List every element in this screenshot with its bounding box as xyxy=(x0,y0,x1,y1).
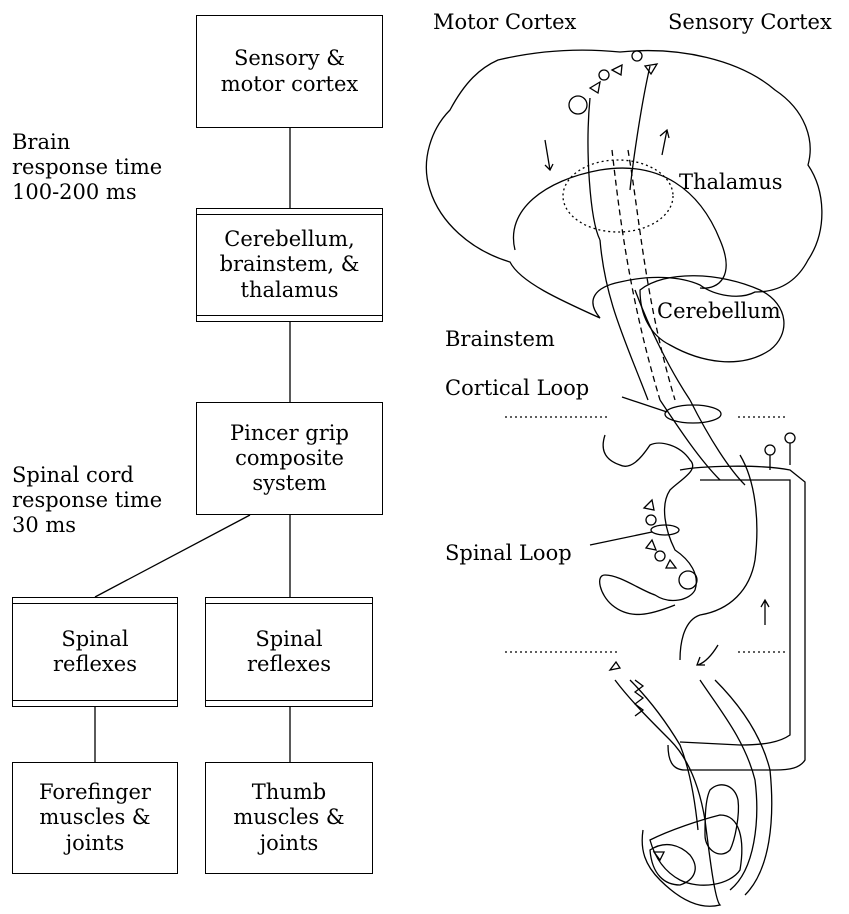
spinal-cell-2 xyxy=(655,551,665,561)
arm-right xyxy=(700,680,757,890)
spinal-cord-outer xyxy=(680,455,757,660)
motor-cell xyxy=(569,96,587,114)
arrow-up-1 xyxy=(660,130,669,155)
spinal-reflexes-left-box: Spinal reflexes xyxy=(12,597,178,707)
arrow-left-1 xyxy=(697,645,718,665)
thumb-label: Thumb muscles & joints xyxy=(233,780,344,856)
spinal-path-2 xyxy=(690,400,745,485)
spinal-loop-label: Spinal Loop xyxy=(445,541,572,566)
synapse-spinal-2 xyxy=(646,540,656,550)
spinal-response-time-label: Spinal cord response time 30 ms xyxy=(12,463,162,539)
spinal-reflexes-left-label: Spinal reflexes xyxy=(53,627,137,677)
forefinger-box: Forefinger muscles & joints xyxy=(12,762,178,874)
receptor-1 xyxy=(765,445,775,455)
sensory-loop-inner xyxy=(680,480,790,745)
synapse-2 xyxy=(612,65,622,75)
box-double-bottom xyxy=(206,700,372,701)
thalamus-label: Thalamus xyxy=(679,170,783,195)
cerebellum-label: Cerebellum xyxy=(657,299,781,324)
box-double-top xyxy=(197,214,382,215)
thalamus xyxy=(563,160,673,232)
motor-cortex-label: Motor Cortex xyxy=(433,10,576,35)
sensory-motor-cortex-box: Sensory & motor cortex xyxy=(196,15,383,128)
cortex-cell-2 xyxy=(632,51,642,61)
finger-joint xyxy=(650,845,695,885)
arrow-up-2 xyxy=(761,600,769,625)
brain-response-time-label: Brain response time 100-200 ms xyxy=(12,130,162,206)
arm-right-2 xyxy=(715,680,772,895)
sensory-motor-cortex-label: Sensory & motor cortex xyxy=(221,46,359,96)
brainstem-label: Brainstem xyxy=(445,327,555,352)
receptor-2 xyxy=(785,433,795,443)
cortical-loop-label: Cortical Loop xyxy=(445,376,589,401)
arm-outer xyxy=(615,680,720,906)
synapse-spinal-3 xyxy=(666,560,676,568)
sensory-loop xyxy=(668,466,805,770)
synapse-3 xyxy=(645,64,657,74)
synapse-spinal-1 xyxy=(644,500,654,510)
synapse-hand xyxy=(654,852,664,860)
cortex-cell-1 xyxy=(599,70,609,80)
brainstem-left xyxy=(600,240,648,400)
arm-mid xyxy=(630,680,698,830)
forefinger-label: Forefinger muscles & joints xyxy=(39,780,151,856)
spinal-cell-3 xyxy=(679,571,697,589)
cerebellum-brainstem-thalamus-label: Cerebellum, brainstem, & thalamus xyxy=(220,227,360,303)
synapse-arm xyxy=(610,662,620,670)
spinal-loop-pointer xyxy=(590,532,652,545)
synapse-1 xyxy=(590,82,600,93)
spinal-cell-1 xyxy=(646,515,656,525)
pincer-grip-box: Pincer grip composite system xyxy=(196,402,383,515)
box-double-top xyxy=(13,603,177,604)
spinal-reflexes-right-label: Spinal reflexes xyxy=(247,627,331,677)
spinal-loop-ellipse xyxy=(651,525,679,535)
hand xyxy=(650,815,742,885)
box-double-bottom xyxy=(197,315,382,316)
box-double-top xyxy=(206,603,372,604)
sensory-cortex-label: Sensory Cortex xyxy=(668,10,832,35)
box-double-bottom xyxy=(13,700,177,701)
pincer-grip-label: Pincer grip composite system xyxy=(230,421,349,497)
zigzag-muscle xyxy=(635,680,643,716)
brainstem-inner1 xyxy=(612,150,660,400)
thumb-box: Thumb muscles & joints xyxy=(205,762,373,874)
cerebellum-brainstem-thalamus-box: Cerebellum, brainstem, & thalamus xyxy=(196,208,383,322)
thumb-joint xyxy=(705,785,738,854)
motor-neuron xyxy=(588,98,600,240)
spinal-reflexes-right-box: Spinal reflexes xyxy=(205,597,373,707)
arrow-down-1 xyxy=(545,140,553,170)
